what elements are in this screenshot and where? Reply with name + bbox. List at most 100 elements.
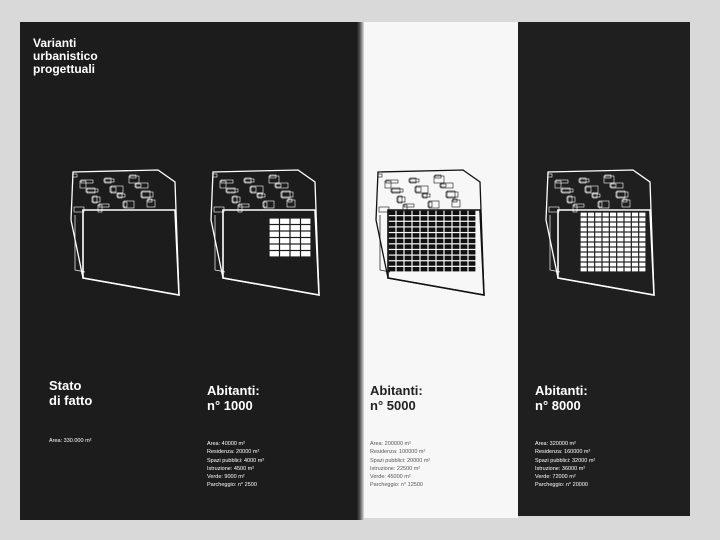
building-footprint [403, 203, 415, 208]
housing-block [617, 242, 624, 247]
housing-block [468, 261, 476, 266]
building-footprint [409, 177, 417, 184]
column-heading: Abitanti:n° 5000 [370, 383, 423, 413]
housing-block [631, 227, 639, 232]
building-footprint [135, 182, 149, 189]
housing-block [617, 237, 624, 242]
building-footprint [622, 198, 628, 203]
building-footprint [147, 198, 153, 203]
building-footprint [250, 185, 264, 194]
housing-block [617, 232, 624, 237]
housing-block [639, 242, 646, 247]
building-footprint [452, 198, 458, 203]
housing-block [436, 233, 444, 238]
housing-block [428, 227, 436, 232]
housing-block [595, 232, 602, 237]
housing-block [420, 233, 428, 238]
building-footprint [287, 198, 293, 203]
housing-block [452, 221, 460, 227]
housing-block [452, 244, 460, 249]
housing-block [396, 266, 404, 272]
housing-block [468, 244, 476, 249]
housing-block [444, 233, 452, 238]
building-footprint [592, 192, 598, 199]
road-line [214, 215, 226, 273]
section-title: Varianti urbanistico progettuali [33, 37, 98, 76]
housing-block [595, 222, 602, 227]
housing-block [452, 227, 460, 232]
building-footprint [140, 191, 154, 198]
housing-block [460, 216, 468, 221]
housing-block [468, 227, 476, 232]
building-footprint [554, 180, 562, 189]
housing-block [396, 238, 404, 244]
building-footprint [584, 186, 592, 193]
building-footprint [378, 206, 390, 213]
housing-block [444, 221, 452, 227]
housing-block [436, 244, 444, 249]
building-footprint [213, 206, 225, 213]
housing-block [624, 232, 631, 237]
building-footprint [274, 183, 282, 188]
building-footprint [243, 178, 255, 183]
building-footprint [408, 178, 420, 183]
housing-block [388, 255, 396, 261]
building-footprint [591, 193, 601, 198]
housing-block [404, 227, 412, 232]
housing-block [468, 255, 476, 261]
building-footprint [129, 174, 137, 179]
building-footprint [237, 204, 243, 213]
housing-block [396, 233, 404, 238]
housing-block [428, 210, 436, 216]
housing-block [602, 222, 609, 227]
housing-block [301, 218, 311, 224]
building-footprint [122, 201, 128, 208]
stat-item: Istruzione: 36000 m² [535, 465, 586, 472]
building-footprint [146, 199, 156, 208]
building-footprint [280, 191, 294, 198]
building-footprint [421, 193, 431, 198]
building-footprint [384, 180, 392, 189]
building-footprint [598, 200, 610, 209]
housing-block [301, 244, 311, 250]
housing-block [617, 257, 624, 262]
building-footprint [275, 182, 289, 189]
housing-block [595, 262, 602, 267]
housing-block [396, 255, 404, 261]
building-footprint [621, 199, 631, 208]
building-footprint [141, 190, 151, 199]
housing-block [420, 261, 428, 266]
building-footprint [104, 177, 112, 184]
building-footprint [269, 174, 277, 179]
housing-block [580, 247, 587, 252]
housing-block [631, 267, 639, 272]
housing-block [280, 244, 290, 250]
housing-block [609, 212, 617, 217]
housing-block [602, 257, 609, 262]
housing-block [420, 266, 428, 272]
building-footprint [263, 200, 275, 209]
housing-block [388, 227, 396, 232]
housing-block [580, 252, 587, 257]
housing-block [624, 267, 631, 272]
housing-block [412, 210, 420, 216]
housing-block [631, 232, 639, 237]
housing-block [404, 261, 412, 266]
housing-block [631, 217, 639, 222]
housing-block [609, 242, 617, 247]
building-footprint [572, 204, 578, 213]
housing-block [609, 222, 617, 227]
building-footprint [103, 178, 115, 183]
housing-block [631, 212, 639, 217]
housing-block [631, 252, 639, 257]
housing-block [412, 221, 420, 227]
building-footprint [244, 177, 252, 184]
heading-line: n° 1000 [207, 398, 253, 413]
stat-item: Parcheggio: n° 2500 [207, 482, 257, 489]
housing-block [609, 247, 617, 252]
building-footprint [123, 200, 135, 209]
building-footprint [414, 186, 422, 193]
housing-block [396, 244, 404, 249]
stats-list: Area: 330.000 m² [49, 437, 92, 445]
